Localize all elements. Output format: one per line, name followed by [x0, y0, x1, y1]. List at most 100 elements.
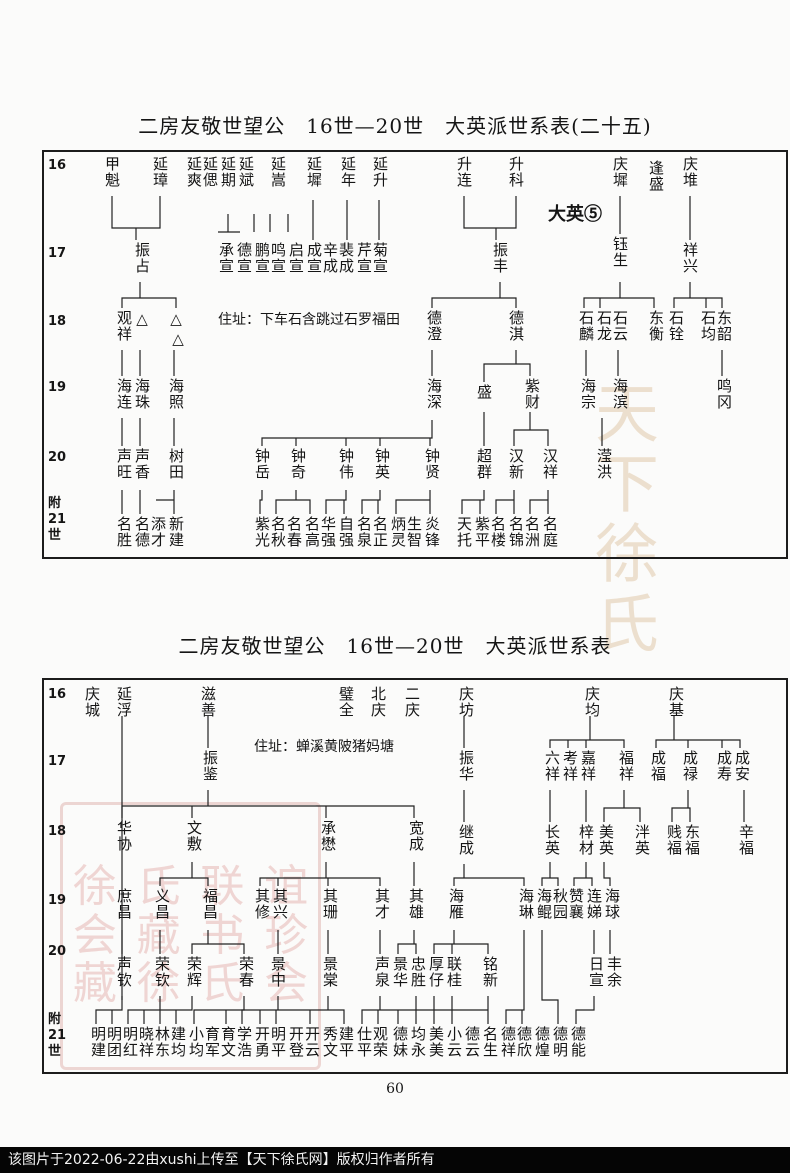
person-name: 学浩 — [235, 1026, 253, 1058]
lineage-connector — [121, 418, 175, 446]
person-name: 景棠 — [321, 956, 339, 988]
person-name: 德明 — [551, 1026, 569, 1058]
person-name: 海连 — [115, 378, 133, 410]
person-name: 贱福 — [665, 824, 683, 856]
lineage-connector — [111, 196, 161, 229]
person-name: 承懋 — [319, 820, 337, 852]
person-name: 其才 — [373, 888, 391, 920]
person-name: 海琳 — [517, 888, 535, 920]
lineage-connector — [121, 716, 209, 1000]
person-name: 德淇 — [507, 310, 525, 342]
gen-label: 20 — [48, 450, 67, 465]
person-name: 华协 — [115, 820, 133, 852]
person-name: 建平 — [337, 1026, 355, 1058]
person-name: △ — [169, 330, 187, 349]
person-name: 德云 — [463, 1026, 481, 1058]
person-name: 海深 — [425, 378, 443, 410]
person-name: 开勇 — [253, 1026, 271, 1058]
lineage-connector — [218, 214, 240, 233]
table1-address: 住址：下车石含跳过石罗福田 — [218, 312, 400, 328]
person-name: 名正 — [371, 516, 389, 548]
lineage-connector — [433, 930, 489, 954]
person-name: 汉新 — [507, 448, 525, 480]
person-name: 建均 — [169, 1026, 187, 1058]
person-name: 延浮 — [115, 686, 133, 718]
person-name: 炳灵 — [389, 516, 407, 548]
person-name: 石麟 — [577, 310, 595, 342]
person-name: 庆墀 — [611, 156, 629, 188]
person-name: 德澄 — [425, 310, 443, 342]
person-name: 石铨 — [667, 310, 685, 342]
person-name: 考祥 — [561, 750, 579, 782]
person-name: 芹宣 — [355, 242, 373, 274]
person-name: 联桂 — [445, 956, 463, 988]
person-name: 秀文 — [321, 1026, 339, 1058]
lineage-connector — [603, 790, 641, 822]
lineage-connector — [253, 214, 289, 232]
gen-label: 18 — [48, 824, 67, 839]
person-name: 甲魁 — [103, 156, 121, 188]
person-name: 钟贤 — [423, 448, 441, 480]
person-name: 海球 — [603, 888, 621, 920]
person-name: 炎锋 — [423, 516, 441, 548]
person-name: 明团 — [105, 1026, 123, 1058]
person-name: 忠胜 — [409, 956, 427, 988]
person-name: 丰余 — [605, 956, 623, 988]
person-name: 长英 — [543, 824, 561, 856]
gen-label: 附21世 — [48, 1012, 67, 1059]
person-name: 声钦 — [115, 956, 133, 988]
person-name: 振华 — [457, 750, 475, 782]
person-name: 德祥 — [499, 1026, 517, 1058]
gen-label: 19 — [48, 893, 67, 908]
person-name: 辛福 — [737, 824, 755, 856]
person-name: 文敷 — [185, 820, 203, 852]
gen-label: 17 — [48, 246, 67, 261]
person-name: 育军 — [203, 1026, 221, 1058]
gen-label: 附21世 — [48, 496, 67, 543]
gen-label: 16 — [48, 158, 67, 173]
person-name: 钟英 — [373, 448, 391, 480]
lineage-connector — [121, 350, 433, 376]
lineage-connector — [325, 490, 381, 514]
lineage-connector — [361, 996, 417, 1024]
person-name: 名德 — [133, 516, 151, 548]
person-name: 开云 — [303, 1026, 321, 1058]
person-name: 延升 — [371, 156, 389, 188]
person-name: 名胜 — [115, 516, 133, 548]
person-name: 承宣 — [217, 242, 235, 274]
person-name: 石龙 — [595, 310, 613, 342]
person-name: 德能 — [569, 1026, 587, 1058]
person-name: 美美 — [427, 1026, 445, 1058]
person-name: 声泉 — [373, 956, 391, 988]
lineage-connector — [121, 790, 415, 818]
person-name: 启宣 — [287, 242, 305, 274]
gen-label: 16 — [48, 687, 67, 702]
table1-frame — [42, 150, 788, 559]
person-name: 庆基 — [667, 686, 685, 718]
person-name: 东福 — [683, 824, 701, 856]
person-name: 延璋 — [151, 156, 169, 188]
person-name: 其雄 — [407, 888, 425, 920]
person-name: 声旺 — [115, 448, 133, 480]
person-name: 鸣冈 — [715, 378, 733, 410]
person-name: 德欣 — [515, 1026, 533, 1058]
person-name: 海雁 — [447, 888, 465, 920]
person-name: 钰生 — [611, 236, 629, 268]
person-name: 树田 — [167, 448, 185, 480]
person-name: 福昌 — [201, 888, 219, 920]
lineage-connector — [541, 862, 611, 886]
person-name: △ — [133, 310, 151, 329]
person-name: 连娣 — [585, 888, 603, 920]
person-name: 海照 — [167, 378, 185, 410]
person-name: 海珠 — [133, 378, 151, 410]
lineage-connector — [461, 490, 549, 514]
person-name: 超群 — [475, 448, 493, 480]
lineage-connector — [549, 790, 587, 822]
person-name: 延墀 — [305, 156, 323, 188]
person-name: 育文 — [219, 1026, 237, 1058]
gen-label: 19 — [48, 380, 67, 395]
person-name: 德宣 — [235, 242, 253, 274]
person-name: 名泉 — [355, 516, 373, 548]
person-name: 北庆 — [369, 686, 387, 718]
lineage-connector — [121, 282, 177, 308]
